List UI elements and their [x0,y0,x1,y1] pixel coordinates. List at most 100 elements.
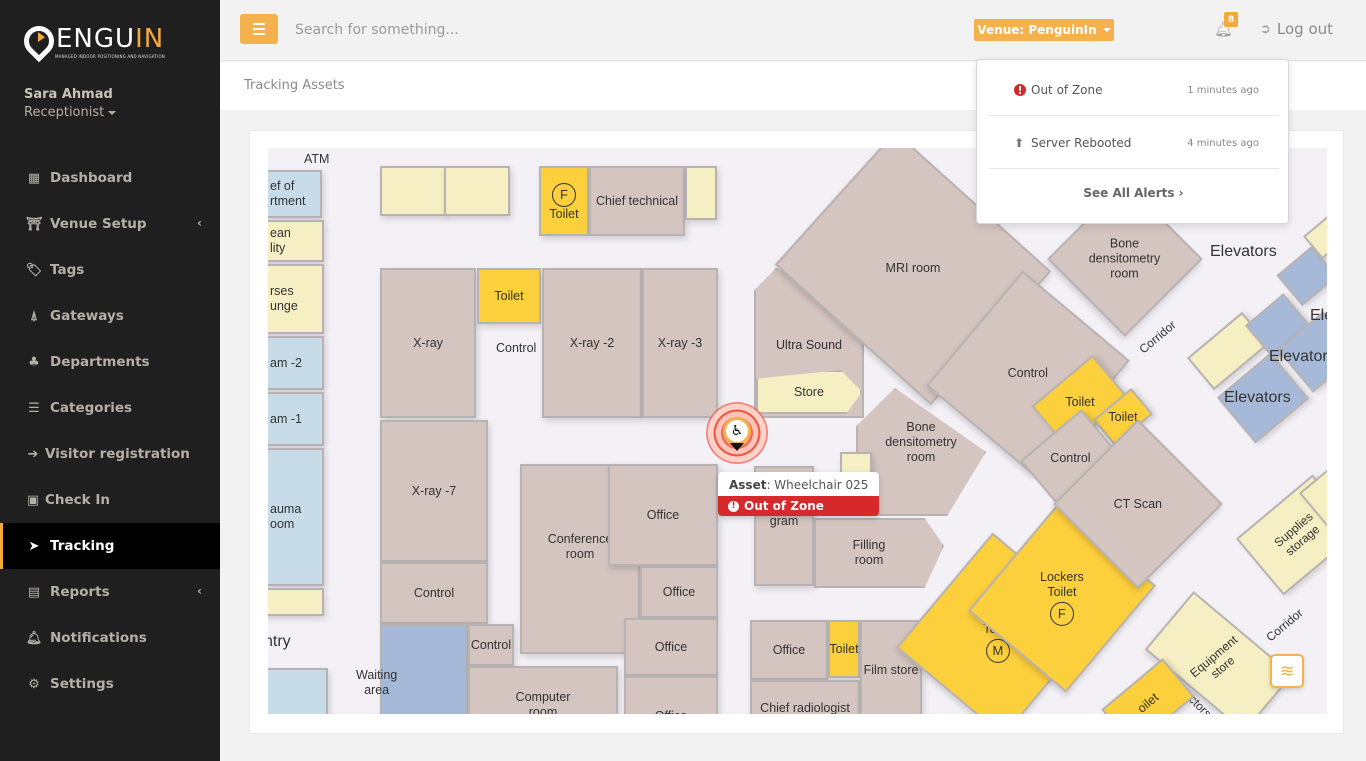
map-room[interactable] [685,166,717,220]
map-room[interactable]: X-ray -3 [642,268,718,418]
sidebar-item-label: Visitor registration [45,446,190,462]
room-label: X-ray [413,335,443,350]
room-label: X-ray -2 [569,335,615,350]
user-role-dropdown[interactable]: Receptionist [24,105,117,120]
notification-count-badge: 8 [1224,12,1238,27]
room-label: Conference room [547,532,613,561]
room-label: Toilet [1065,394,1095,409]
map-layers-button[interactable]: ≋ [1270,654,1304,688]
room-label: Bone densitometry room [1089,236,1161,281]
sitemap-icon: ♣ [28,354,40,370]
sidebar-item-dashboard[interactable]: ▦ Dashboard [0,155,220,201]
see-all-alerts-link[interactable]: See All Alerts › [977,186,1290,200]
map-room[interactable]: Store [756,370,862,414]
map-room[interactable]: am -1 [268,392,324,446]
sidebar-item-check-in[interactable]: ▣ Check In [0,477,220,523]
room-label: Control [1049,450,1091,465]
sidebar-item-venue-setup[interactable]: ⛩ Venue Setup ‹ [0,201,220,247]
map-room[interactable]: rses unge [268,264,324,334]
room-label: auma oom [270,502,302,531]
room-label: Control [413,585,455,600]
asset-value: : Wheelchair 025 [766,478,869,492]
asset-status-badge: !Out of Zone [718,496,879,516]
alert-item-server-rebooted[interactable]: ⬆ Server Rebooted 4 minutes ago [989,117,1279,169]
antenna-icon: ⍋ [30,308,38,324]
hamburger-icon [253,23,265,25]
floor-plan-map[interactable]: ef of rtment ATM ean lity rses unge am -… [268,148,1327,714]
map-room[interactable]: Filling room [814,518,944,588]
room-label: am -2 [270,355,302,370]
location-arrow-icon: ➤ [28,538,40,554]
divider [989,168,1279,169]
alerts-dropdown: ! Out of Zone 1 minutes ago ⬆ Server Reb… [976,59,1289,224]
map-room[interactable]: ean lity [268,220,324,262]
menu-toggle-button[interactable] [240,14,278,44]
map-label-waiting: Waiting area [356,668,398,697]
map-room[interactable]: Office [608,464,718,566]
room-label: X-ray -3 [657,335,703,350]
map-room[interactable]: Control [468,624,514,666]
map-label-entry: ntry [268,633,291,650]
sidebar-item-reports[interactable]: ▤ Reports ‹ [0,569,220,615]
room-label: Supplies storage [1271,509,1323,559]
map-room-toilet[interactable]: F Toilet [539,166,589,236]
sidebar-item-departments[interactable]: ♣ Departments [0,339,220,385]
female-symbol-icon: F [1050,602,1074,626]
room-label: gram [769,514,799,528]
room-label: CT Scan [1113,496,1163,511]
sidebar-item-settings[interactable]: ⚙ Settings [0,661,220,707]
gear-icon: ⚙ [28,676,40,692]
sidebar-item-visitor-registration[interactable]: ➔ Visitor registration [0,431,220,477]
map-label-elevators: Elevators [1269,348,1327,365]
map-room[interactable]: X-ray -2 [542,268,642,418]
map-room[interactable]: Chief technical [589,166,685,236]
sidebar-item-label: Departments [50,354,150,370]
map-room[interactable]: Office [640,566,718,618]
map-stairs[interactable] [380,624,468,714]
search-input[interactable] [295,16,795,44]
venue-dropdown-button[interactable]: Venue: PenguinIn [974,19,1114,41]
caret-down-icon [1102,28,1111,32]
map-room-toilet[interactable]: Toilet [477,268,541,324]
map-room[interactable]: Office [624,618,718,676]
map-room[interactable]: Office [624,676,718,714]
map-room[interactable]: Office [750,620,828,680]
map-room[interactable]: am -2 [268,336,324,390]
map-room[interactable] [444,166,510,216]
map-room[interactable]: X-ray -7 [380,420,488,562]
map-room[interactable]: ef of rtment [268,170,322,218]
sign-in-icon: ➔ [27,446,39,462]
alert-time: 4 minutes ago [1187,137,1259,149]
sidebar-item-gateways[interactable]: ⍋ Gateways [0,293,220,339]
alert-item-out-of-zone[interactable]: ! Out of Zone 1 minutes ago [989,64,1279,116]
penguin-logo[interactable]: ENGUIN MANAGED INDOOR POSITIONING AND NA… [17,19,184,64]
room-label: Store [794,384,824,399]
map-room[interactable]: Control [380,562,488,624]
sidebar-item-label: Tags [50,262,85,278]
sidebar-item-tracking[interactable]: ➤ Tracking [0,523,220,569]
map-label-corridor: Corridor [1136,317,1179,357]
map-room[interactable] [268,588,324,616]
chevron-left-icon: ‹ [197,216,202,230]
map-room[interactable] [380,166,446,216]
sidebar-item-categories[interactable]: ☰ Categories [0,385,220,431]
map-room[interactable] [268,668,328,714]
map-room[interactable]: auma oom [268,448,324,586]
map-room[interactable]: Computer room [468,666,618,714]
hamburger-line [253,33,265,35]
room-label: Computer room [515,690,571,714]
map-room[interactable]: Chief radiologist [750,680,860,714]
sidebar-item-label: Reports [50,584,110,600]
chevron-left-icon: ‹ [197,584,202,598]
wheelchair-icon[interactable]: ♿ [723,417,751,445]
sidebar-item-tags[interactable]: 🏷 Tags [0,247,220,293]
logout-button[interactable]: ➲ Log out [1260,20,1333,38]
map-room-toilet[interactable]: Toilet [828,620,860,678]
map-label-elevators: Elevators [1224,389,1291,406]
asset-label: Asset [729,478,767,492]
upload-icon: ⬆ [1014,136,1025,150]
sidebar-item-notifications[interactable]: 🔔︎ Notifications [0,615,220,661]
map-room[interactable]: X-ray [380,268,476,418]
sidebar-item-label: Dashboard [50,170,133,186]
room-label: Lockers Toilet [1040,570,1084,599]
